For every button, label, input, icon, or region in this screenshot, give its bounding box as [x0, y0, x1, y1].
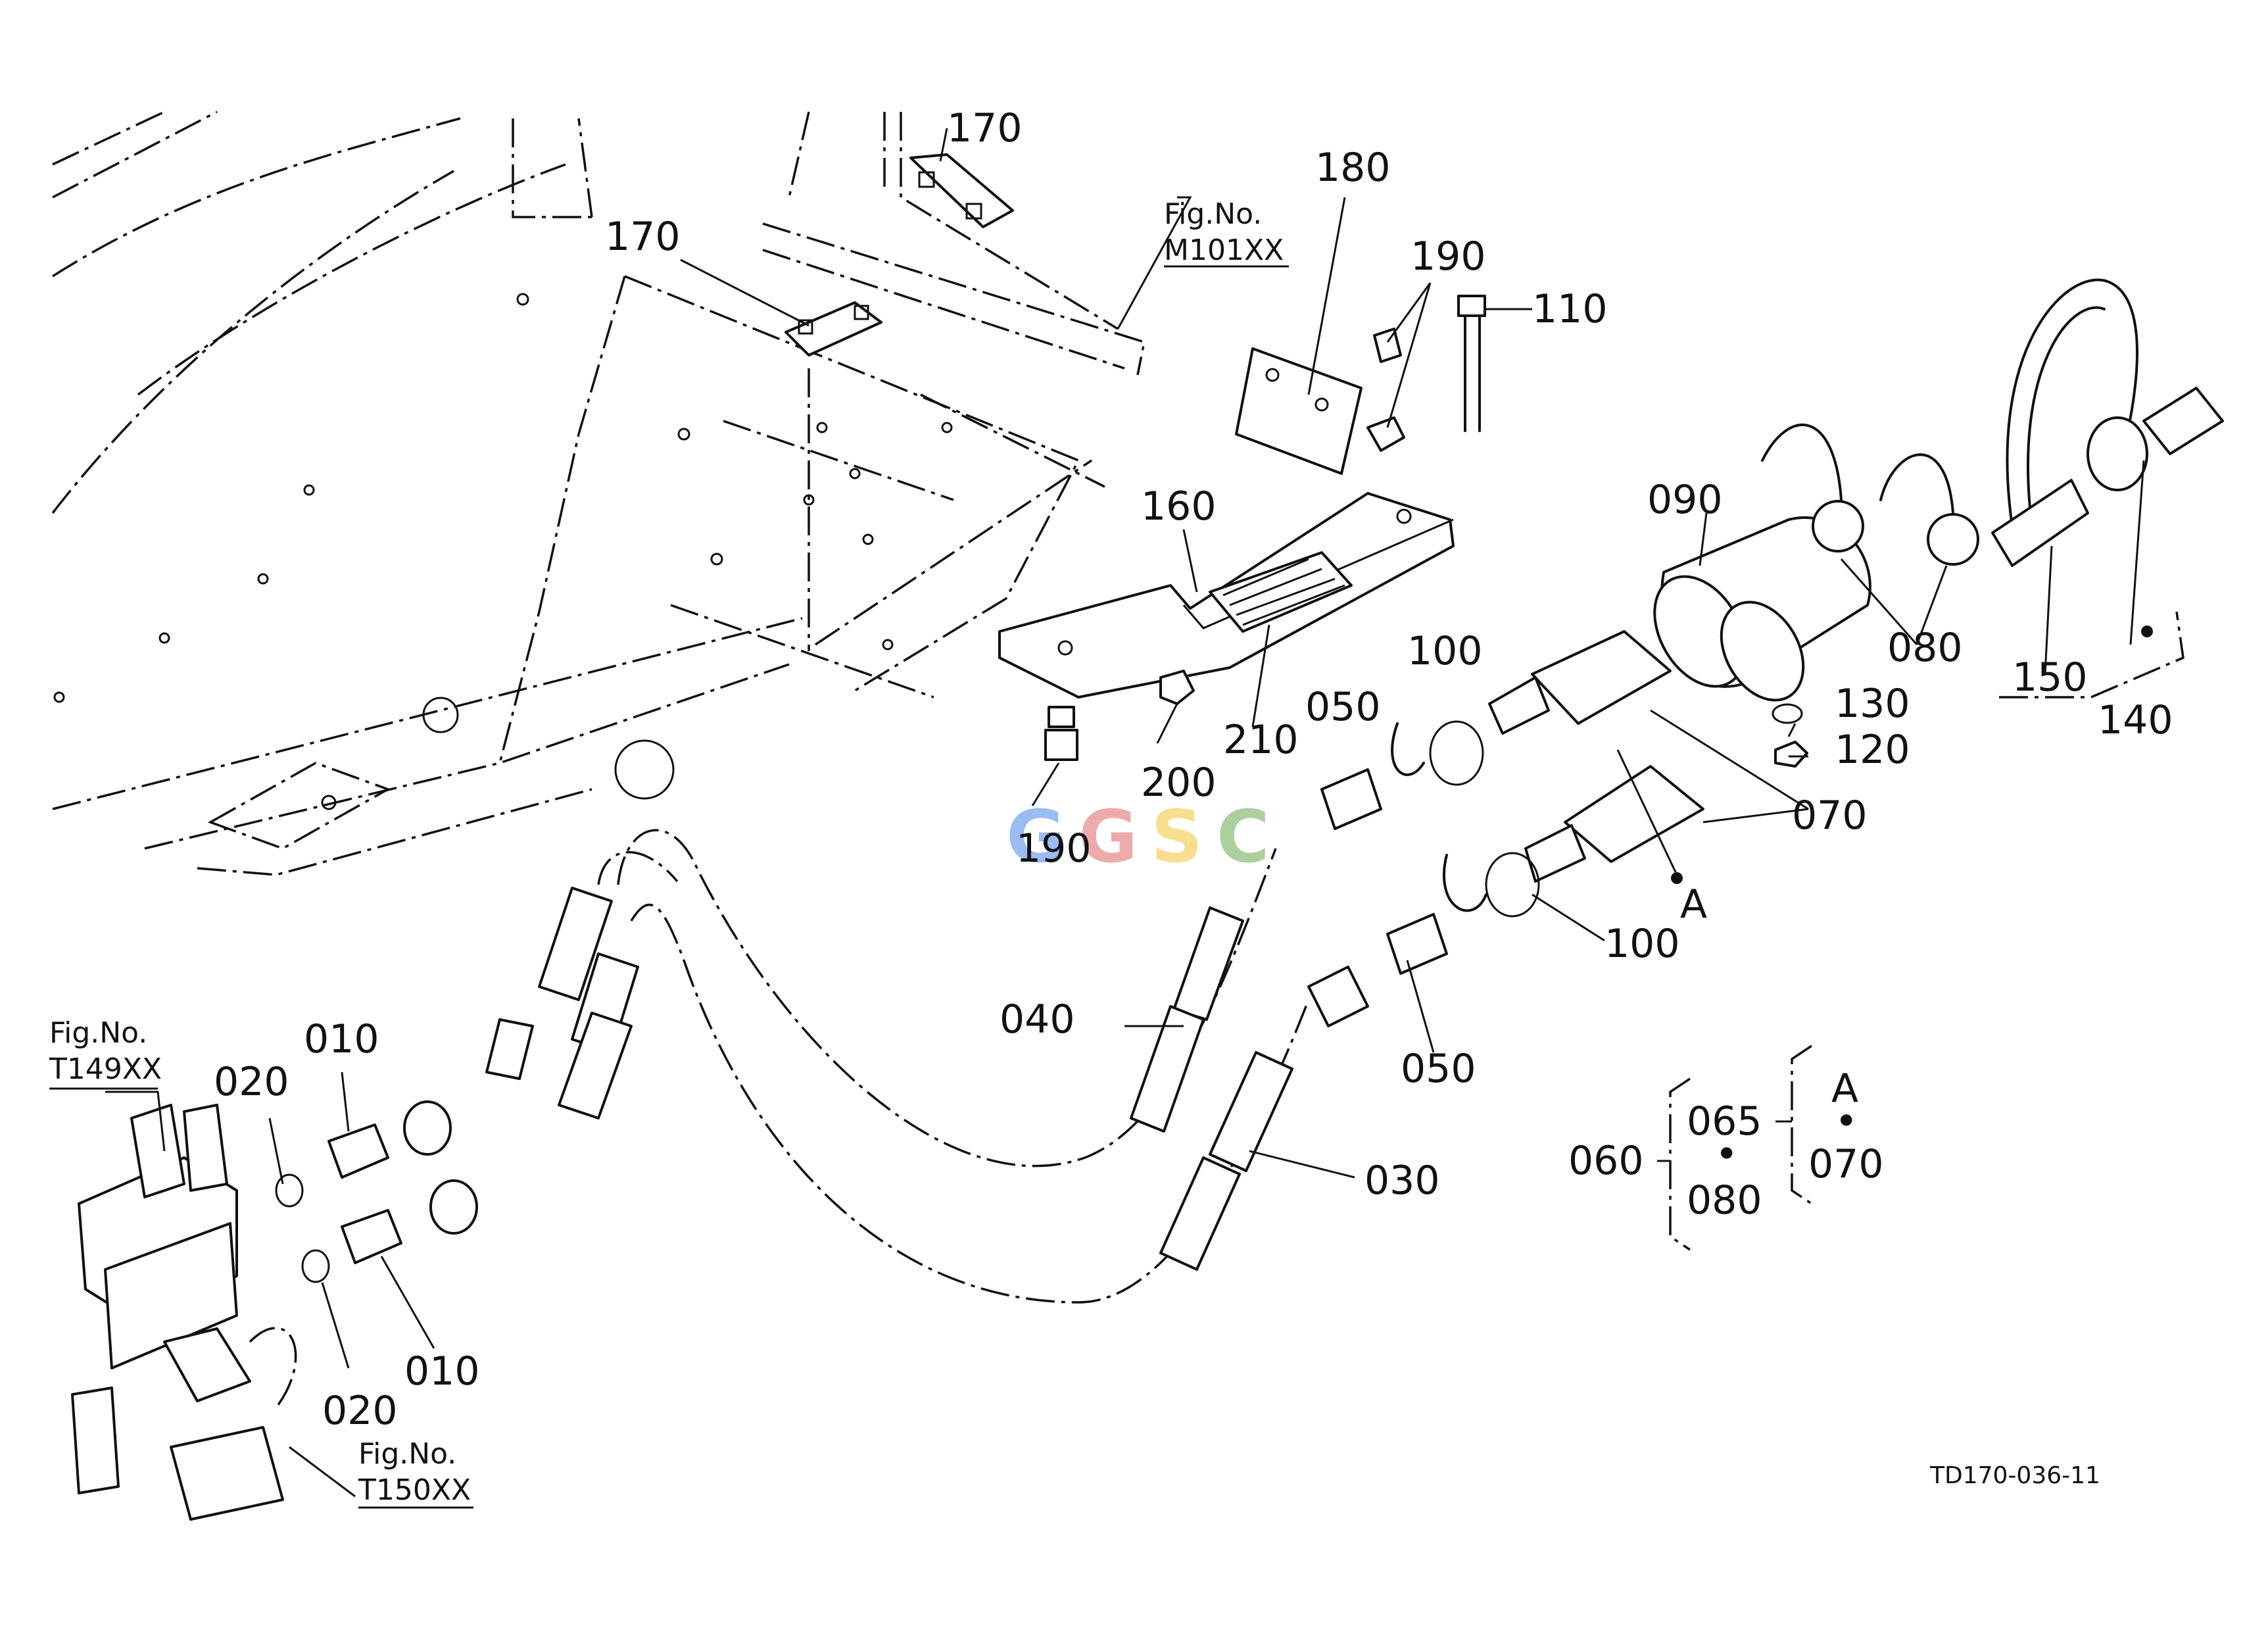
fig-ref-code: M101XX	[1164, 234, 1284, 267]
bolt-110	[1457, 295, 1486, 432]
callout-labels: 170 170 180 190 110 160 090 080 150 140 …	[214, 105, 2173, 1434]
figure-code: TD170-036-11	[1929, 1462, 2100, 1489]
fig-ref-code: T150XX	[358, 1473, 471, 1507]
plug-140	[1999, 387, 2224, 699]
legend-right-bottom: 070	[1808, 1141, 1884, 1187]
group-legend: 060 065 • 080 A • 070	[1568, 1066, 1884, 1223]
fig-ref-code: T149XX	[49, 1052, 162, 1086]
plate-160	[998, 492, 1455, 699]
callout-120: 120	[1835, 727, 1910, 773]
caps-080	[1761, 424, 1979, 566]
control-valve	[71, 1104, 297, 1521]
nut-200	[1159, 670, 1195, 705]
legend-left-dot: •	[1715, 1131, 1738, 1177]
fig-ref-prefix: Fig.No.	[49, 1016, 147, 1050]
callout-130: 130	[1835, 681, 1910, 727]
o-rings-020	[275, 1173, 330, 1283]
callout-090: 090	[1647, 477, 1723, 523]
figure-reference-t150: Fig.No. T150XX	[358, 1437, 473, 1509]
legend-right-top: A	[1831, 1066, 1858, 1112]
fig-ref-prefix: Fig.No.	[1164, 197, 1262, 231]
callout-210: 210	[1223, 717, 1299, 763]
callout-100-lower: 100	[1604, 921, 1680, 967]
callout-050-upper: 050	[1305, 684, 1381, 730]
callout-170-upper: 170	[947, 105, 1023, 151]
hose-030	[630, 903, 1369, 1304]
callout-170-lower: 170	[605, 214, 681, 260]
couplers-070	[1488, 630, 1704, 883]
callout-020-lower: 020	[322, 1388, 398, 1434]
callout-140: 140	[2098, 697, 2173, 743]
callout-160: 160	[1141, 483, 1217, 529]
callout-010-upper: 010	[304, 1016, 379, 1062]
callout-200: 200	[1141, 760, 1217, 806]
legend-left-top: 065	[1687, 1098, 1762, 1144]
marker-a-dot	[1671, 872, 1683, 884]
nuts-120-130	[1772, 703, 1808, 768]
bolts-190-upper	[1366, 328, 1405, 452]
fig-ref-prefix: Fig.No.	[358, 1437, 456, 1471]
clamp-170-upper	[909, 153, 1014, 228]
callout-080: 080	[1887, 625, 1963, 671]
snap-rings-100	[1391, 720, 1540, 918]
group-brackets	[1657, 1045, 1812, 1251]
legend-left-bottom: 080	[1687, 1177, 1762, 1223]
tractor-body-outline	[51, 111, 1146, 876]
callout-110: 110	[1532, 286, 1608, 332]
clamp-170-lower	[784, 301, 882, 356]
watermark: G G S C	[1006, 795, 1270, 879]
adapters-050	[1320, 768, 1448, 975]
bracket-180	[1235, 347, 1363, 475]
watermark-letter-3: S	[1151, 795, 1203, 879]
callout-020-upper: 020	[214, 1059, 289, 1105]
bolt-190-lower	[1044, 706, 1078, 761]
watermark-letter-2: G	[1078, 795, 1138, 879]
callout-050-lower: 050	[1401, 1046, 1476, 1092]
callout-040: 040	[1000, 996, 1075, 1043]
callout-100-upper: 100	[1407, 628, 1483, 674]
watermark-letter-4: C	[1217, 795, 1270, 879]
legend-parent: 060	[1568, 1138, 1644, 1184]
callout-010-lower: 010	[404, 1348, 480, 1394]
callout-a: A	[1680, 881, 1707, 927]
legend-right-dot: •	[1835, 1098, 1858, 1144]
callout-150: 150	[2012, 654, 2088, 701]
callout-190-upper: 190	[1411, 234, 1486, 280]
adapters-010	[327, 1123, 402, 1264]
marker-140-dot	[2141, 626, 2153, 637]
callout-190-lower: 190	[1016, 825, 1092, 872]
hose-ends-left	[403, 887, 639, 1235]
callout-180: 180	[1315, 145, 1391, 191]
figure-reference-t149: Fig.No. T149XX	[49, 1016, 162, 1090]
hose-040	[597, 829, 1277, 1168]
figure-reference-m101: Fig.No. M101XX	[1164, 197, 1289, 268]
pin-150	[1991, 278, 2148, 567]
callout-070: 070	[1792, 793, 1868, 839]
callout-030: 030	[1364, 1158, 1440, 1204]
leader-lines	[105, 128, 2153, 1498]
watermark-letter-1: G	[1006, 795, 1065, 879]
